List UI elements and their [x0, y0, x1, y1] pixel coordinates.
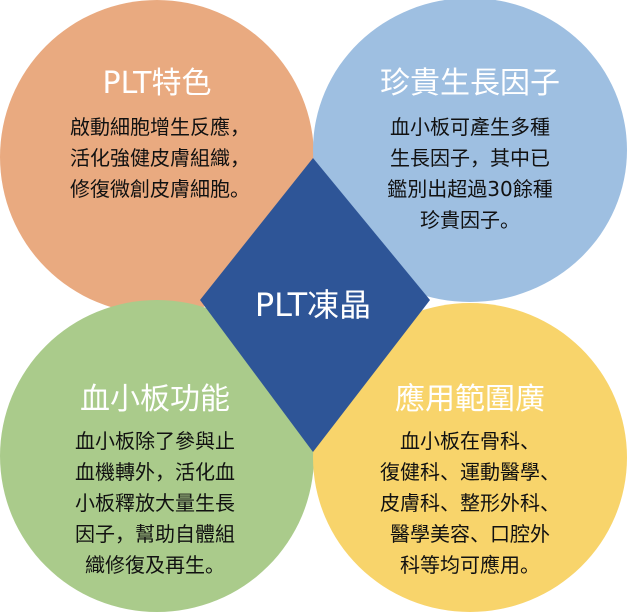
diamond-shape — [200, 158, 430, 452]
body-applications: 血小板在骨科、 復健科、運動醫學、 皮膚科、整形外科、 醫學美容、口腔外 科等均… — [380, 429, 560, 577]
title-plt-features: PLT特色 — [102, 66, 212, 101]
body-platelet-function: 血小板除了參與止 血機轉外，活化血 小板釋放大量生長 因子，幫助自體組 織修復及… — [75, 429, 235, 577]
body-growth-factors: 血小板可產生多種 生長因子，其中已 鑑別出超過30餘種 珍貴因子。 — [387, 115, 553, 232]
center-label: PLT凍晶 — [254, 286, 372, 324]
body-plt-features: 啟動細胞增生反應， 活化強健皮膚組織， 修復微創皮膚細胞。 — [70, 115, 250, 201]
title-growth-factors: 珍貴生長因子 — [380, 66, 560, 101]
title-platelet-function: 血小板功能 — [80, 382, 230, 417]
title-applications: 應用範圍廣 — [395, 382, 545, 417]
